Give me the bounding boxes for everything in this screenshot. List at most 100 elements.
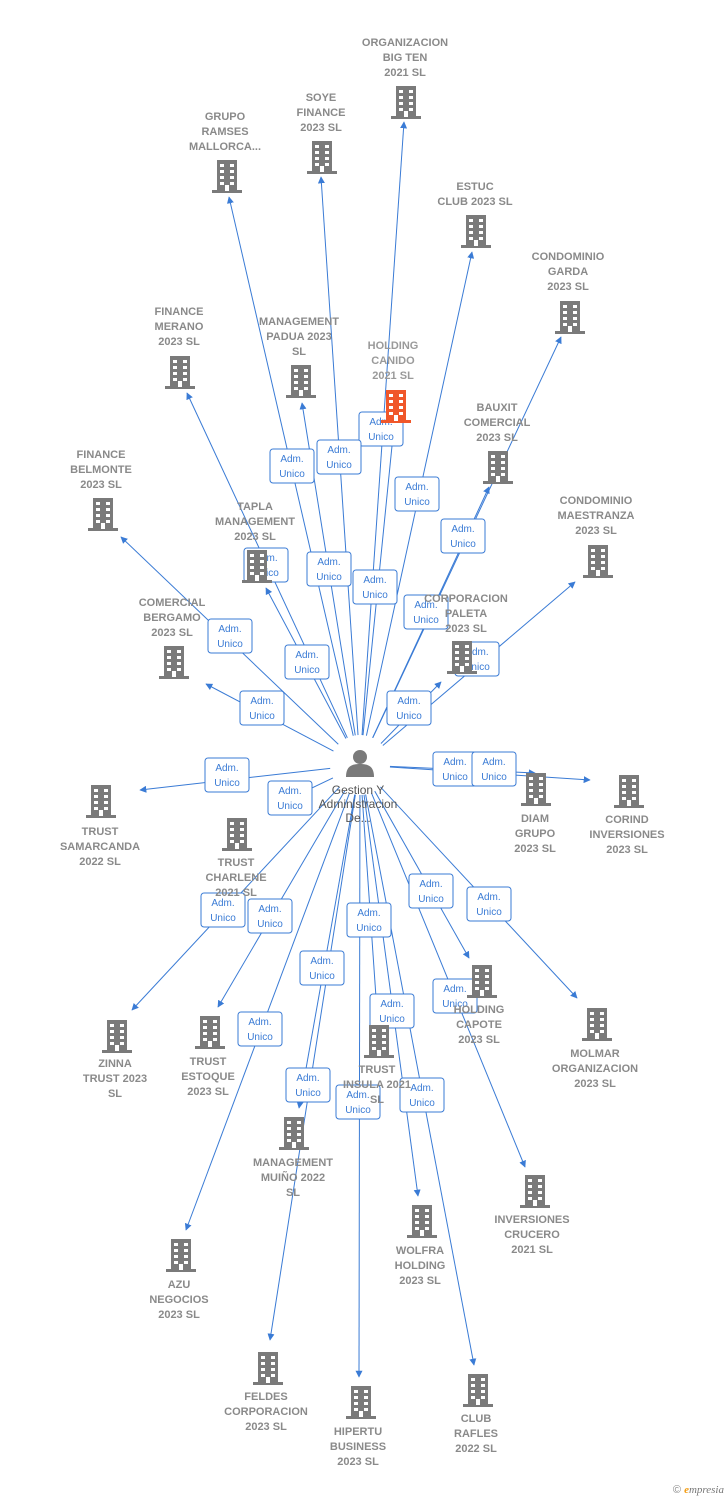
copyright-icon: © <box>672 1484 681 1496</box>
company-name-line: MOLMAR <box>570 1048 620 1060</box>
edge-label-line: Unico <box>247 1032 273 1043</box>
center-person-node[interactable]: Gestion Y Administracion De... <box>319 750 398 825</box>
edge-label-trust-charlene[interactable]: Adm.Unico <box>267 780 313 816</box>
company-name-line: FINANCE <box>155 306 204 318</box>
company-name-line: 2023 SL <box>547 281 589 293</box>
edge-label-line: Unico <box>418 894 444 905</box>
edge-label-club-rafles[interactable]: Adm.Unico <box>399 1077 445 1113</box>
building-icon <box>555 301 585 334</box>
company-name-line: NEGOCIOS <box>149 1294 208 1306</box>
company-name-line: CAPOTE <box>456 1019 502 1031</box>
edge-label-grupo-ramses[interactable]: Adm.Unico <box>269 448 315 484</box>
edge-label-trust-insula[interactable]: Adm.Unico <box>346 902 392 938</box>
edge-label-molmar-organizacion[interactable]: Adm.Unico <box>466 886 512 922</box>
edge-label-soye-finance[interactable]: Adm.Unico <box>316 439 362 475</box>
edge-label-bauxit-comercial[interactable]: Adm.Unico <box>403 594 449 630</box>
company-name-line: SL <box>286 1187 300 1199</box>
company-name-line: INVERSIONES <box>494 1214 569 1226</box>
company-name-line: GRUPO <box>205 111 246 123</box>
company-name-line: CLUB <box>461 1413 492 1425</box>
edge-label-estuc-club[interactable]: Adm.Unico <box>394 476 440 512</box>
building-icon <box>166 1239 196 1272</box>
edge-label-management-padua[interactable]: Adm.Unico <box>306 551 352 587</box>
edge-label-hipertu-business[interactable]: Adm.Unico <box>335 1084 381 1120</box>
edge-label-condominio-garda[interactable]: Adm.Unico <box>440 518 486 554</box>
center-name-line: De... <box>345 811 370 825</box>
edge-label-management-muino[interactable]: Adm.Unico <box>299 950 345 986</box>
building-icon <box>583 545 613 578</box>
company-name-line: SL <box>108 1088 122 1100</box>
company-name-line: 2023 SL <box>80 479 122 491</box>
edge-label-line: Adm. <box>482 757 505 768</box>
edge-label-comercial-bergamo[interactable]: Adm.Unico <box>239 690 285 726</box>
edge-label-feldes-corporacion[interactable]: Adm.Unico <box>285 1067 331 1103</box>
company-name-line: ZINNA <box>98 1058 132 1070</box>
edge-label-holding-canido[interactable]: Adm.Unico <box>352 569 398 605</box>
edge-label-wolfra-holding[interactable]: Adm.Unico <box>369 993 415 1029</box>
company-name-line: SL <box>292 346 306 358</box>
company-name-line: ESTOQUE <box>181 1071 235 1083</box>
company-node-grupo-ramses[interactable]: GRUPORAMSESMALLORCA... <box>189 111 261 193</box>
edge-label-zinna-trust[interactable]: Adm.Unico <box>200 892 246 928</box>
edge-label-line: Unico <box>442 999 468 1010</box>
edge-label-line: Unico <box>257 919 283 930</box>
company-name-line: TRUST <box>218 857 255 869</box>
edge-label-trust-estoque[interactable]: Adm.Unico <box>247 898 293 934</box>
edge-label-line: Unico <box>396 711 422 722</box>
building-icon <box>212 160 242 193</box>
company-name-line: CLUB 2023 SL <box>437 196 512 208</box>
building-icon <box>253 1352 283 1385</box>
edge-label-azu-negocios[interactable]: Adm.Unico <box>237 1011 283 1047</box>
building-icon <box>195 1016 225 1049</box>
edge-label-tapla-management[interactable]: Adm.Unico <box>284 644 330 680</box>
edge-label-line: Unico <box>214 778 240 789</box>
edge-label-line: Unico <box>294 665 320 676</box>
edge-label-line: Unico <box>217 639 243 650</box>
company-name-line: CORPORACION <box>424 593 508 605</box>
edge-label-diam-grupo[interactable]: Adm.Unico <box>432 751 478 787</box>
edge-label-holding-capote[interactable]: Adm.Unico <box>408 873 454 909</box>
company-name-line: TRUST 2023 <box>83 1073 147 1085</box>
edge-label-line: Unico <box>345 1105 371 1116</box>
edge-label-corporacion-paleta[interactable]: Adm.Unico <box>386 690 432 726</box>
edge-label-corind-inversiones[interactable]: Adm.Unico <box>471 751 517 787</box>
edge-label-line: Adm. <box>465 647 488 658</box>
edge-label-line: Adm. <box>280 454 303 465</box>
edge-label-line: Unico <box>379 1014 405 1025</box>
edge-label-finance-belmonte[interactable]: Adm.Unico <box>207 618 253 654</box>
edge-label-trust-samarcanda[interactable]: Adm.Unico <box>204 757 250 793</box>
company-name-line: RAFLES <box>454 1428 498 1440</box>
edge-feldes-corporacion <box>267 794 356 1341</box>
company-name-line: TRUST <box>190 1056 227 1068</box>
edge-label-line: Unico <box>413 615 439 626</box>
